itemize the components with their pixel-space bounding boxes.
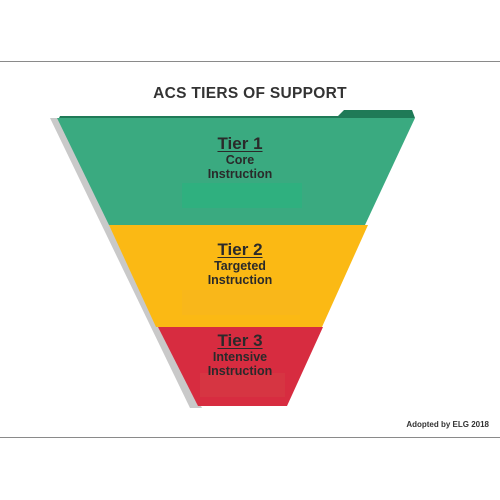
tier1-band	[57, 118, 415, 225]
tier1-highlight	[182, 183, 302, 208]
tier1-top-edge	[58, 110, 415, 120]
attribution-note: Adopted by ELG 2018	[406, 420, 489, 429]
tier1-desc-line1: Core	[225, 153, 255, 167]
top-divider	[0, 61, 500, 62]
tier1-label: Tier 1 Core Instruction	[150, 134, 330, 182]
tier2-desc-line2: Instruction	[207, 273, 273, 287]
tier2-highlight	[182, 290, 300, 315]
tier2-label: Tier 2 Targeted Instruction	[150, 240, 330, 288]
tier2-name: Tier 2	[217, 240, 263, 259]
tier1-name: Tier 1	[217, 134, 263, 153]
bottom-divider	[0, 437, 500, 438]
tier1-desc-line2: Instruction	[207, 167, 273, 181]
tier3-name: Tier 3	[217, 331, 263, 350]
tier3-highlight	[200, 373, 285, 397]
tier2-desc-line1: Targeted	[214, 259, 266, 273]
tier2-band	[109, 225, 368, 327]
tier3-desc-line2: Instruction	[207, 364, 273, 378]
tier3-label: Tier 3 Intensive Instruction	[150, 331, 330, 379]
diagram-title: ACS TIERS OF SUPPORT	[153, 85, 347, 102]
tier3-desc-line1: Intensive	[212, 350, 268, 364]
